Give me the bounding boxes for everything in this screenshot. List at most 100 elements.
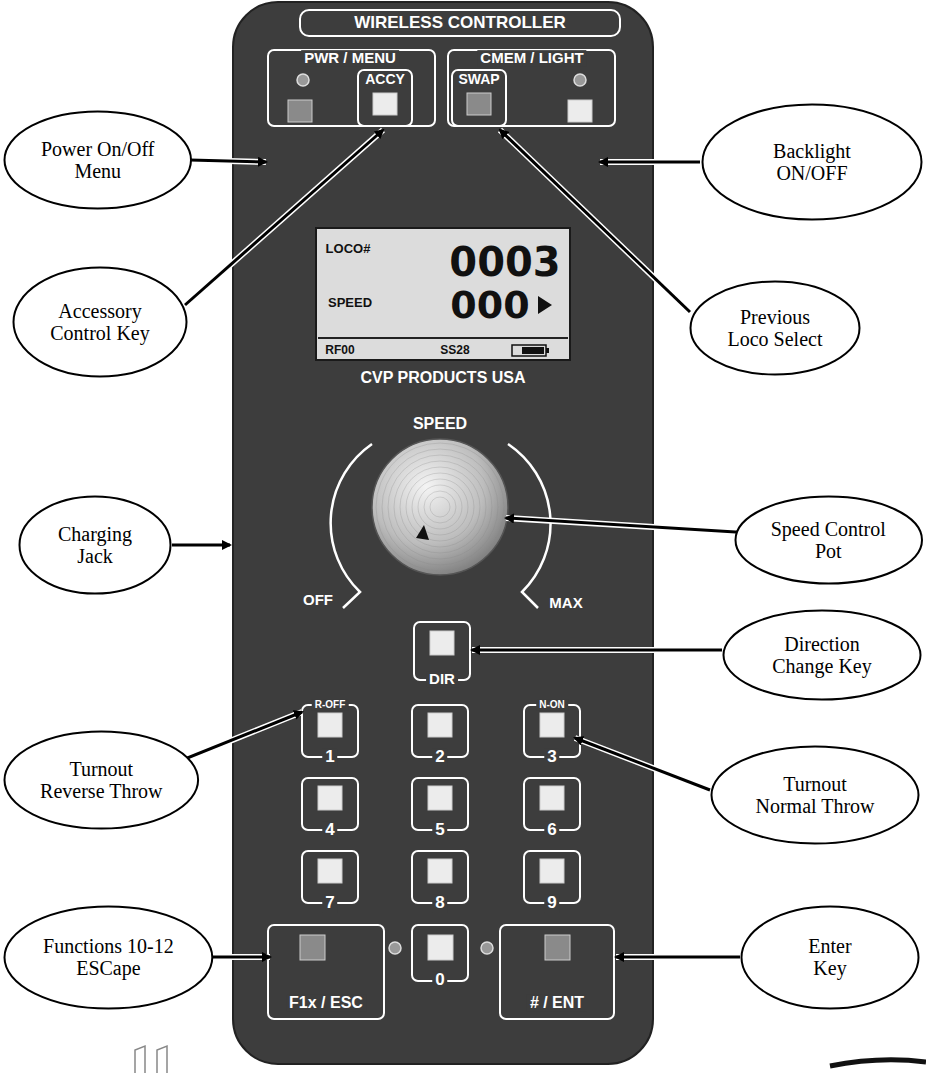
device-label: DIR: [426, 671, 458, 687]
device-label: N-ON: [536, 700, 568, 711]
button: [467, 93, 491, 115]
device-label: SPEED: [328, 296, 372, 310]
controller-body: [233, 2, 653, 1064]
device-label: 8: [432, 894, 447, 912]
oval-shape: [4, 732, 198, 829]
callout-oval: Direction Change Key: [722, 609, 922, 701]
callout-oval: Speed Control Pot: [734, 495, 924, 585]
callout-arrow: [575, 738, 710, 790]
button: [428, 859, 452, 883]
keypad: [302, 705, 580, 903]
lcd-screen: [316, 228, 570, 360]
oval-shape: [735, 497, 922, 584]
device-label: SS28: [440, 344, 469, 357]
device-label: 4: [322, 821, 337, 839]
device-label: MAX: [549, 595, 582, 611]
oval-shape: [724, 611, 921, 700]
title-frame: [300, 10, 620, 36]
device-label: SWAP: [455, 72, 502, 87]
device-label: PWR / MENU: [301, 50, 399, 66]
arrow-halo: [616, 954, 740, 960]
led: [481, 942, 493, 954]
knob-ring: [382, 449, 498, 565]
battery-tip: [546, 348, 549, 353]
button: [300, 935, 325, 960]
device-label: 000: [450, 286, 529, 326]
charger-cable: [830, 1060, 926, 1066]
key-frame: [500, 925, 614, 1019]
device-label: RF00: [325, 344, 354, 357]
knob-pointer: [416, 525, 429, 540]
callout-text: Accessory Control Key: [45, 300, 155, 344]
callout-oval: Charging Jack: [18, 495, 172, 595]
device-label: OFF: [303, 592, 333, 608]
arrow-halo: [472, 647, 722, 653]
battery-level: [522, 347, 544, 354]
direction-indicator: [538, 296, 552, 314]
callout-text: Power On/Off Menu: [35, 138, 160, 182]
callout-arrow: [472, 649, 722, 652]
callout-text: Charging Jack: [50, 523, 140, 567]
button: [318, 859, 342, 883]
button: [545, 935, 570, 960]
charger-plug: [135, 1046, 167, 1073]
key-frame: [268, 50, 435, 126]
knob-knurl: [376, 443, 504, 571]
device-label: LOCO#: [326, 242, 371, 256]
callout-oval: Previous Loco Select: [689, 280, 861, 376]
knob-ring: [376, 443, 504, 571]
lcd-divider: [318, 337, 568, 339]
led: [574, 74, 586, 86]
battery-icon: [512, 345, 546, 356]
knob-ring: [388, 455, 492, 559]
callout-arrow: [190, 160, 266, 162]
knob-ring: [424, 491, 456, 523]
button: [373, 93, 397, 115]
button: [430, 631, 454, 655]
button: [428, 786, 452, 810]
callout-text: Enter Key: [800, 935, 860, 979]
device-label: 2: [432, 748, 447, 766]
device-label: 7: [322, 894, 337, 912]
callout-arrow: [170, 712, 302, 765]
device-label: 0: [432, 971, 447, 989]
speed-knob: [372, 439, 508, 575]
oval-shape: [14, 268, 187, 377]
device-label: CVP PRODUCTS USA: [360, 370, 525, 387]
device-label: 1: [322, 748, 337, 766]
arrow-halo: [185, 130, 383, 305]
callout-text: Previous Loco Select: [720, 306, 830, 350]
speed-arc: [331, 444, 372, 608]
device-label: CMEM / LIGHT: [477, 50, 586, 66]
button: [540, 786, 564, 810]
key-frame: [448, 50, 615, 126]
arrow-halo: [190, 160, 266, 162]
button: [540, 859, 564, 883]
arrow-halo: [170, 712, 302, 765]
arrow-halo: [500, 130, 690, 312]
arrow-halo: [172, 542, 230, 548]
knob-ring: [430, 497, 450, 517]
callout-oval: Functions 10-12 ESCape: [3, 905, 214, 1010]
callout-text: Turnout Reverse Throw: [36, 758, 166, 802]
button: [318, 713, 342, 737]
device-label: SPEED: [413, 416, 467, 433]
button: [428, 713, 452, 737]
callout-text: Turnout Normal Throw: [753, 773, 878, 817]
callout-arrow: [616, 956, 740, 959]
knob-ring: [418, 485, 462, 529]
oval-shape: [4, 906, 212, 1008]
speed-arc: [508, 444, 551, 608]
device-label: # / ENT: [527, 995, 587, 1012]
callout-text: Speed Control Pot: [766, 518, 891, 562]
callout-oval: Enter Key: [740, 905, 920, 1010]
oval-shape: [5, 112, 192, 209]
oval-shape: [691, 282, 860, 375]
key-frame: [358, 70, 412, 126]
device-label: 6: [544, 821, 559, 839]
key-frame: [268, 925, 384, 1019]
knob-ring: [394, 461, 486, 553]
device-label: ACCY: [362, 72, 408, 87]
oval-shape: [20, 497, 171, 594]
button: [288, 100, 312, 122]
